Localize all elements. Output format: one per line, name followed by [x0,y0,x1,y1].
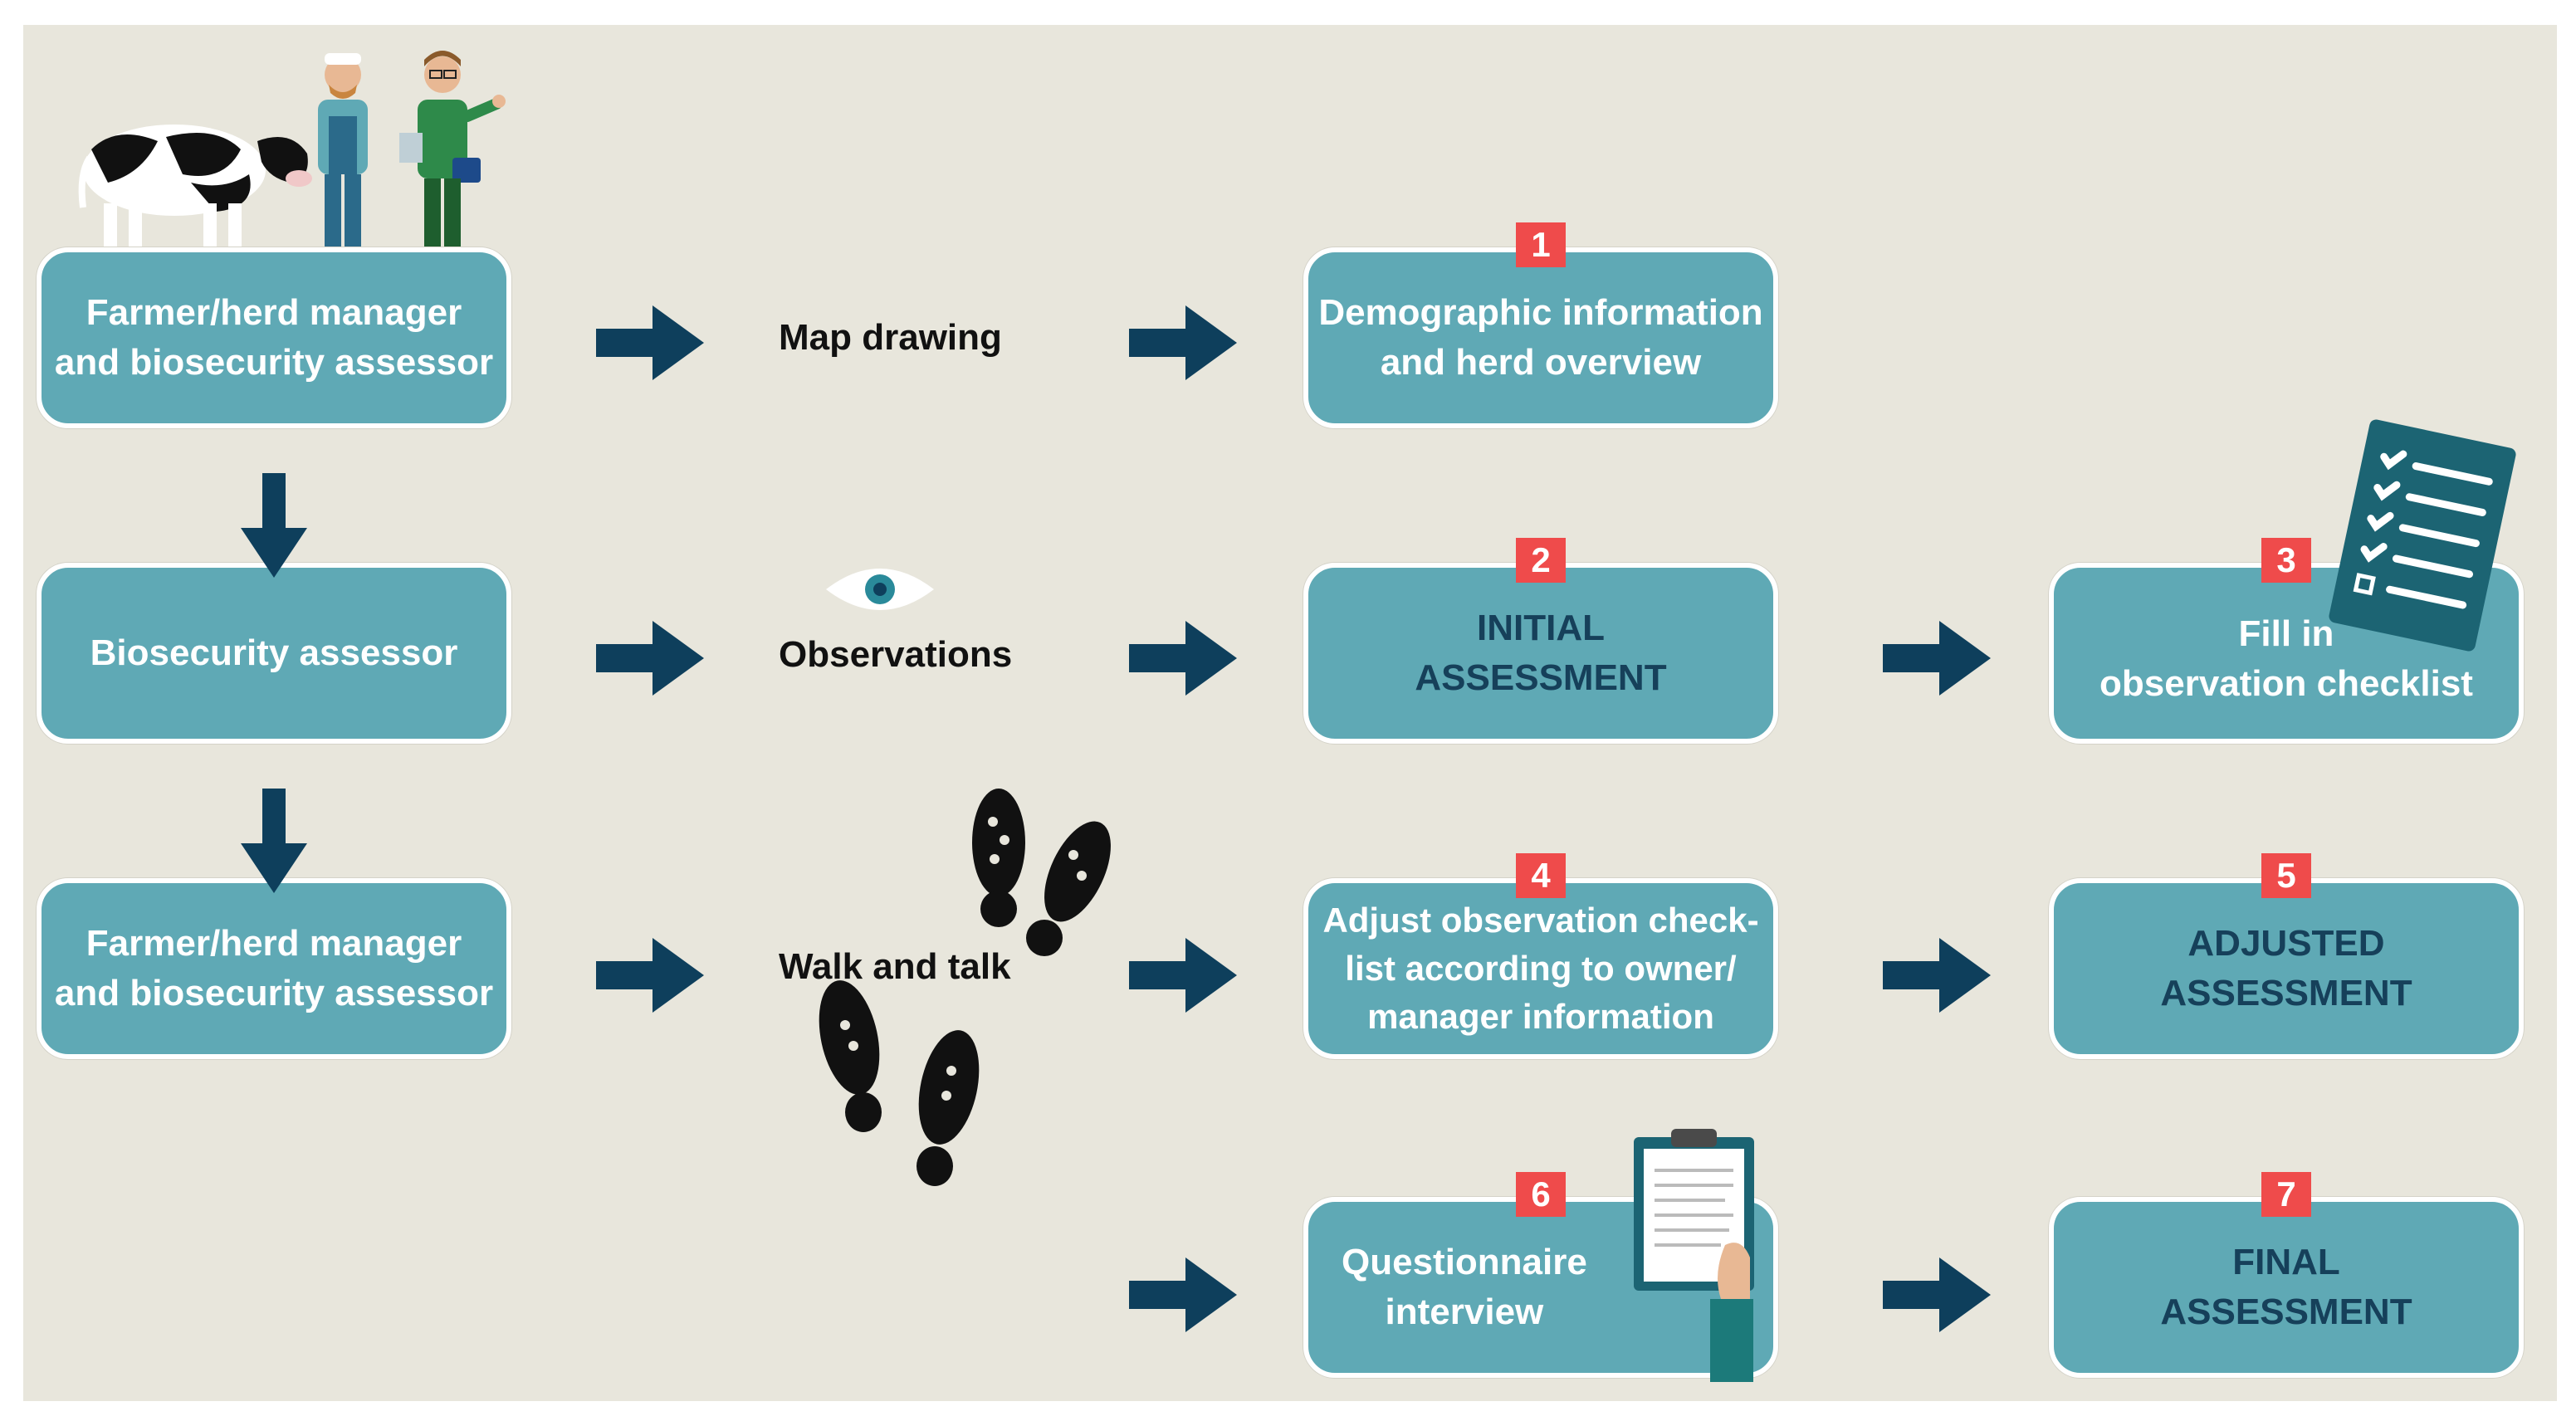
down-arrow-2 [241,789,307,893]
label-walk-and-talk: Walk and talk [779,946,1011,987]
step-2-box: INITIAL ASSESSMENT [1303,563,1778,744]
step-5-badge: 5 [2261,853,2311,898]
box-farmer-assessor-bottom: Farmer/herd manager and biosecurity asse… [37,878,511,1059]
checklist-icon [2329,419,2516,652]
step-2-badge: 2 [1516,538,1566,583]
right-arrow-r3-a [596,938,704,1013]
box-farmer-assessor-top: Farmer/herd manager and biosecurity asse… [37,247,511,428]
label-map-drawing: Map drawing [779,317,1002,358]
footprints-icon [819,789,1111,1186]
clipboard-icon [1634,1129,1754,1382]
step-5-box: ADJUSTED ASSESSMENT [2049,878,2524,1059]
right-arrow-r3-b [1129,938,1237,1013]
right-arrow-r1-a [596,305,704,380]
step-6-text: Questionnaire interview [1342,1242,1587,1332]
right-arrow-r2-b [1129,621,1237,696]
right-arrow-r2-a [596,621,704,696]
assessor-icon [399,51,506,259]
flow-diagram: Farmer/herd manager and biosecurity asse… [23,25,2557,1401]
right-arrow-r3-c [1883,938,1991,1013]
right-arrow-r2-c [1883,621,1991,696]
step-3-text: Fill in observation checklist [2099,613,2473,704]
eye-icon [826,569,934,610]
step-6-badge: 6 [1516,1172,1566,1217]
step-7-badge: 7 [2261,1172,2311,1217]
cow-icon [78,125,312,253]
step-3-badge: 3 [2261,538,2311,583]
box-biosecurity-assessor: Biosecurity assessor [37,563,511,744]
step-7-box: FINAL ASSESSMENT [2049,1197,2524,1378]
right-arrow-r4-c [1883,1257,1991,1332]
step-1-box: Demographic information and herd overvie… [1303,247,1778,428]
label-observations: Observations [779,634,1013,675]
step-4-box: Adjust observation check- list according… [1303,878,1778,1059]
down-arrow-1 [241,473,307,578]
farmer-icon [318,53,368,259]
right-arrow-r1-b [1129,305,1237,380]
step-1-badge: 1 [1516,222,1566,267]
right-arrow-r4-b [1129,1257,1237,1332]
step-4-badge: 4 [1516,853,1566,898]
